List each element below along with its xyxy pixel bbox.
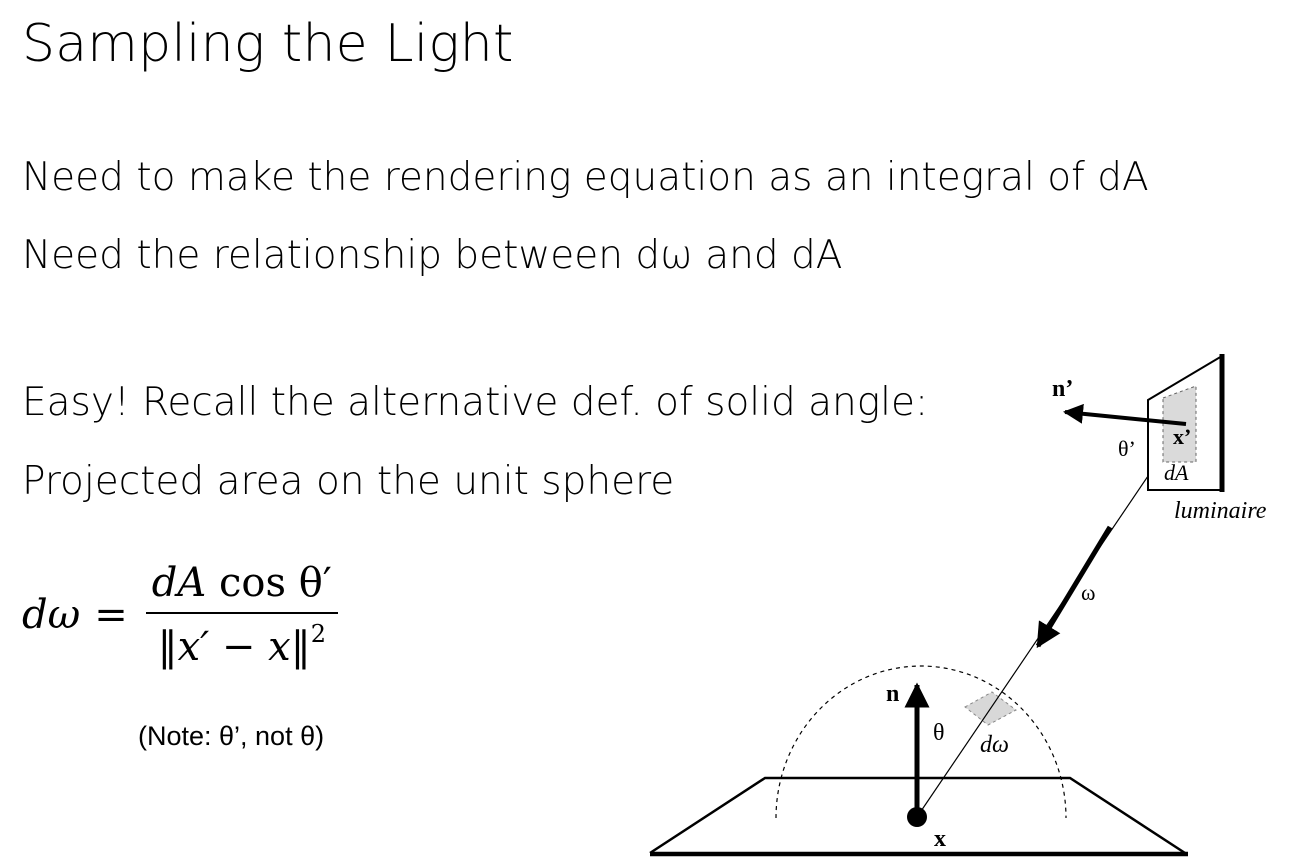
formula-lhs: dω [22,592,81,638]
fraction-bar [145,612,338,614]
bullet-line-recall: Easy! Recall the alternative def. of sol… [22,380,929,425]
slide-title: Sampling the Light [22,14,514,74]
unit-hemisphere [775,665,1067,819]
note-text: (Note: θ’, not θ) [138,721,325,751]
label-omega: ω [1081,580,1095,605]
label-theta-prime: θ’ [1118,436,1136,461]
label-x-prime: x’ [1173,424,1191,449]
formula-numerator-cos: cos θ′ [218,560,332,606]
label-luminaire: luminaire [1174,498,1267,524]
formula-denominator-norm: ‖x′ − x‖ [157,624,311,670]
label-n: n [886,681,899,707]
bullet-line-relationship: Need the relationship between dω and dA [22,233,843,278]
normal-n-prime-arrow [1063,403,1187,426]
formula-equals: = [94,592,128,638]
label-d-omega: dω [980,732,1009,758]
bullet-line-projected-area: Projected area on the unit sphere [22,459,675,504]
formula-denominator: ‖x′ − x‖2 [152,614,332,670]
bullet-line-integral: Need to make the rendering equation as a… [22,155,1149,200]
formula-fraction: dA cos θ′ ‖x′ − x‖2 [145,560,338,670]
point-x [907,807,927,827]
omega-arrow [1035,525,1113,649]
label-n-prime: n’ [1052,376,1073,402]
solid-angle-formula: dω = dA cos θ′ ‖x′ − x‖2 [22,560,338,670]
formula-numerator: dA cos θ′ [146,560,338,612]
formula-numerator-da: dA [151,560,207,606]
label-x: x [934,826,946,852]
direction-line [916,419,1187,818]
solid-angle-diagram: n’ θ’ x’ dA luminaire ω n θ dω x [649,354,1267,857]
label-dA: dA [1164,460,1189,485]
label-theta: θ [933,720,945,746]
formula-exponent: 2 [310,620,327,648]
